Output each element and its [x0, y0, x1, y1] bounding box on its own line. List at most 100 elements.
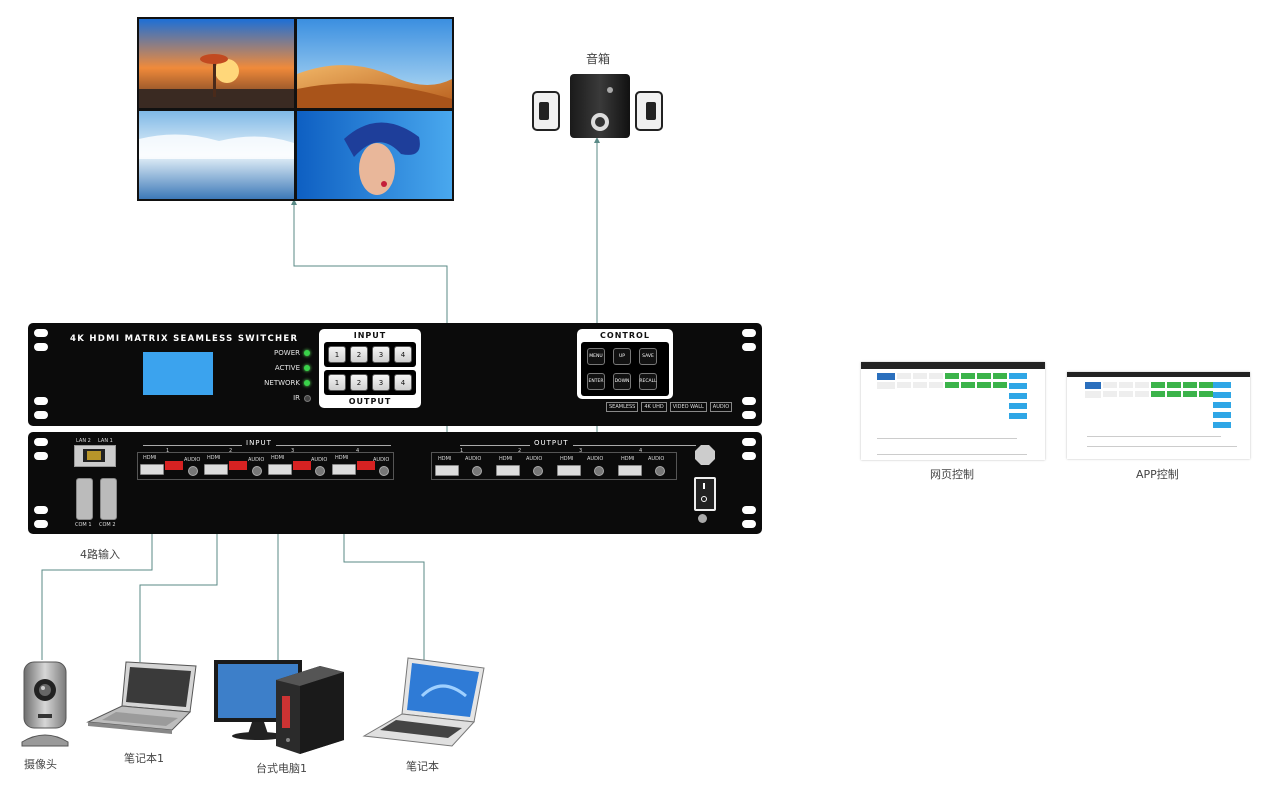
output1-audio-jack[interactable]: [472, 466, 482, 476]
output-keypad-heading: OUTPUT: [348, 397, 392, 406]
input3-hdmi-port[interactable]: [268, 464, 292, 475]
up-button[interactable]: UP: [613, 348, 631, 365]
output3-hdmi-port[interactable]: [557, 465, 581, 476]
output1-hdmi-port[interactable]: [435, 465, 459, 476]
input4-hdmi-port[interactable]: [332, 464, 356, 475]
laptop1-icon: [86, 661, 197, 734]
lan-ports[interactable]: [74, 445, 116, 467]
desktop-label: 台式电脑1: [256, 762, 307, 775]
output-button-2[interactable]: 2: [350, 374, 368, 391]
com2-port[interactable]: [100, 478, 117, 520]
app-control-screenshot: [1067, 372, 1250, 459]
input-number-1: 1: [166, 448, 170, 454]
com2-label: COM 2: [99, 522, 116, 528]
control-heading: CONTROL: [600, 331, 650, 340]
led-active: ACTIVE: [248, 364, 310, 372]
io-keypad-panel: INPUT 1 2 3 4 1 2 3 4 OUTPUT: [319, 329, 421, 408]
output-button-4[interactable]: 4: [394, 374, 412, 391]
menu-button[interactable]: MENU: [587, 348, 605, 365]
camera-label: 摄像头: [24, 758, 57, 771]
input2-audio-jack[interactable]: [252, 466, 262, 476]
input3-audio-jack[interactable]: [315, 466, 325, 476]
input4-dip-switch[interactable]: [357, 461, 375, 470]
input-section-heading: INPUT: [242, 439, 276, 447]
output-button-1[interactable]: 1: [328, 374, 346, 391]
enter-button[interactable]: ENTER: [587, 373, 605, 390]
control-keypad-panel: CONTROL MENU UP SAVE ENTER DOWN RECALL: [577, 329, 673, 399]
input-button-1[interactable]: 1: [328, 346, 346, 363]
badge-video-wall: VIDEO WALL: [669, 402, 707, 412]
output3-hdmi-label: HDMI: [560, 456, 574, 462]
laptop2-icon: [362, 657, 485, 747]
output-button-3[interactable]: 3: [372, 374, 390, 391]
device-title: 4K HDMI MATRIX SEAMLESS SWITCHER: [70, 334, 299, 344]
speaker-label: 音箱: [586, 52, 611, 66]
input1-hdmi-label: HDMI: [143, 455, 157, 461]
led-power-indicator: [304, 350, 310, 356]
input1-audio-label: AUDIO: [184, 457, 201, 463]
desktop-icon: [214, 660, 344, 754]
power-switch[interactable]: [694, 477, 716, 511]
output-number-1: 1: [460, 448, 464, 454]
output4-hdmi-label: HDMI: [621, 456, 635, 462]
output1-hdmi-label: HDMI: [438, 456, 452, 462]
output2-audio-jack[interactable]: [533, 466, 543, 476]
input3-dip-switch[interactable]: [293, 461, 311, 470]
input-number-2: 2: [229, 448, 233, 454]
input1-audio-jack[interactable]: [188, 466, 198, 476]
output-section-heading: OUTPUT: [530, 439, 573, 447]
output4-audio-jack[interactable]: [655, 466, 665, 476]
output4-audio-label: AUDIO: [648, 456, 665, 462]
output-number-3: 3: [579, 448, 583, 454]
output2-audio-label: AUDIO: [526, 456, 543, 462]
feature-badges: SEAMLESS 4K UHD VIDEO WALL AUDIO: [606, 402, 733, 412]
output-ports: HDMI AUDIO HDMI AUDIO HDMI AUDIO HDMI AU…: [431, 452, 677, 480]
input1-hdmi-port[interactable]: [140, 464, 164, 475]
output4-hdmi-port[interactable]: [618, 465, 642, 476]
badge-seamless: SEAMLESS: [606, 402, 639, 412]
ground-screw: [698, 514, 707, 523]
input3-hdmi-label: HDMI: [271, 455, 285, 461]
input-number-3: 3: [291, 448, 295, 454]
input2-dip-switch[interactable]: [229, 461, 247, 470]
badge-4k: 4K UHD: [641, 402, 667, 412]
output-number-2: 2: [518, 448, 522, 454]
output3-audio-jack[interactable]: [594, 466, 604, 476]
input-keypad-heading: INPUT: [353, 331, 387, 340]
video-wall: [137, 17, 454, 201]
output3-audio-label: AUDIO: [587, 456, 604, 462]
lan1-label: LAN 1: [98, 438, 113, 444]
speaker-icon: [532, 74, 663, 138]
save-button[interactable]: SAVE: [639, 348, 657, 365]
input-number-4: 4: [356, 448, 360, 454]
web-control-label: 网页控制: [930, 468, 974, 481]
led-power: POWER: [248, 349, 310, 357]
input-button-2[interactable]: 2: [350, 346, 368, 363]
input2-audio-label: AUDIO: [248, 457, 265, 463]
output-number-4: 4: [639, 448, 643, 454]
led-network: NETWORK: [248, 379, 310, 387]
input3-audio-label: AUDIO: [311, 457, 328, 463]
laptop1-label: 笔记本1: [124, 752, 164, 765]
led-ir-indicator: [304, 394, 311, 402]
com1-port[interactable]: [76, 478, 93, 520]
led-network-indicator: [304, 380, 310, 386]
app-control-label: APP控制: [1136, 468, 1179, 481]
input2-hdmi-port[interactable]: [204, 464, 228, 475]
output2-hdmi-label: HDMI: [499, 456, 513, 462]
matrix-front-panel: 4K HDMI MATRIX SEAMLESS SWITCHER POWER A…: [28, 323, 762, 426]
output2-hdmi-port[interactable]: [496, 465, 520, 476]
badge-audio: AUDIO: [709, 402, 733, 412]
recall-button[interactable]: RECALL: [639, 373, 657, 390]
input4-audio-jack[interactable]: [379, 466, 389, 476]
input-button-3[interactable]: 3: [372, 346, 390, 363]
input4-hdmi-label: HDMI: [335, 455, 349, 461]
input-ports: HDMI AUDIO HDMI AUDIO HDMI AUDIO HDMI AU…: [137, 452, 394, 480]
input4-audio-label: AUDIO: [373, 457, 390, 463]
output-section-line: [460, 445, 696, 446]
down-button[interactable]: DOWN: [613, 373, 631, 390]
output1-audio-label: AUDIO: [465, 456, 482, 462]
input1-dip-switch[interactable]: [165, 461, 183, 470]
led-active-indicator: [304, 365, 310, 371]
input-button-4[interactable]: 4: [394, 346, 412, 363]
